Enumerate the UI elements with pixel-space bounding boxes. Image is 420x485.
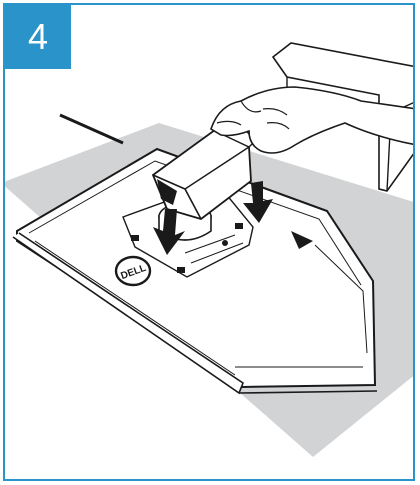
step-number-badge: 4 [5,5,71,69]
hand-illustration [210,86,413,154]
arrow-down-icon [153,209,185,255]
dell-logo: DELL [114,255,152,287]
monitor-stand-illustration: DELL [5,42,413,457]
cable [59,113,124,145]
arrow-down-icon [243,181,273,223]
instruction-frame: DELL 4 [3,3,415,481]
